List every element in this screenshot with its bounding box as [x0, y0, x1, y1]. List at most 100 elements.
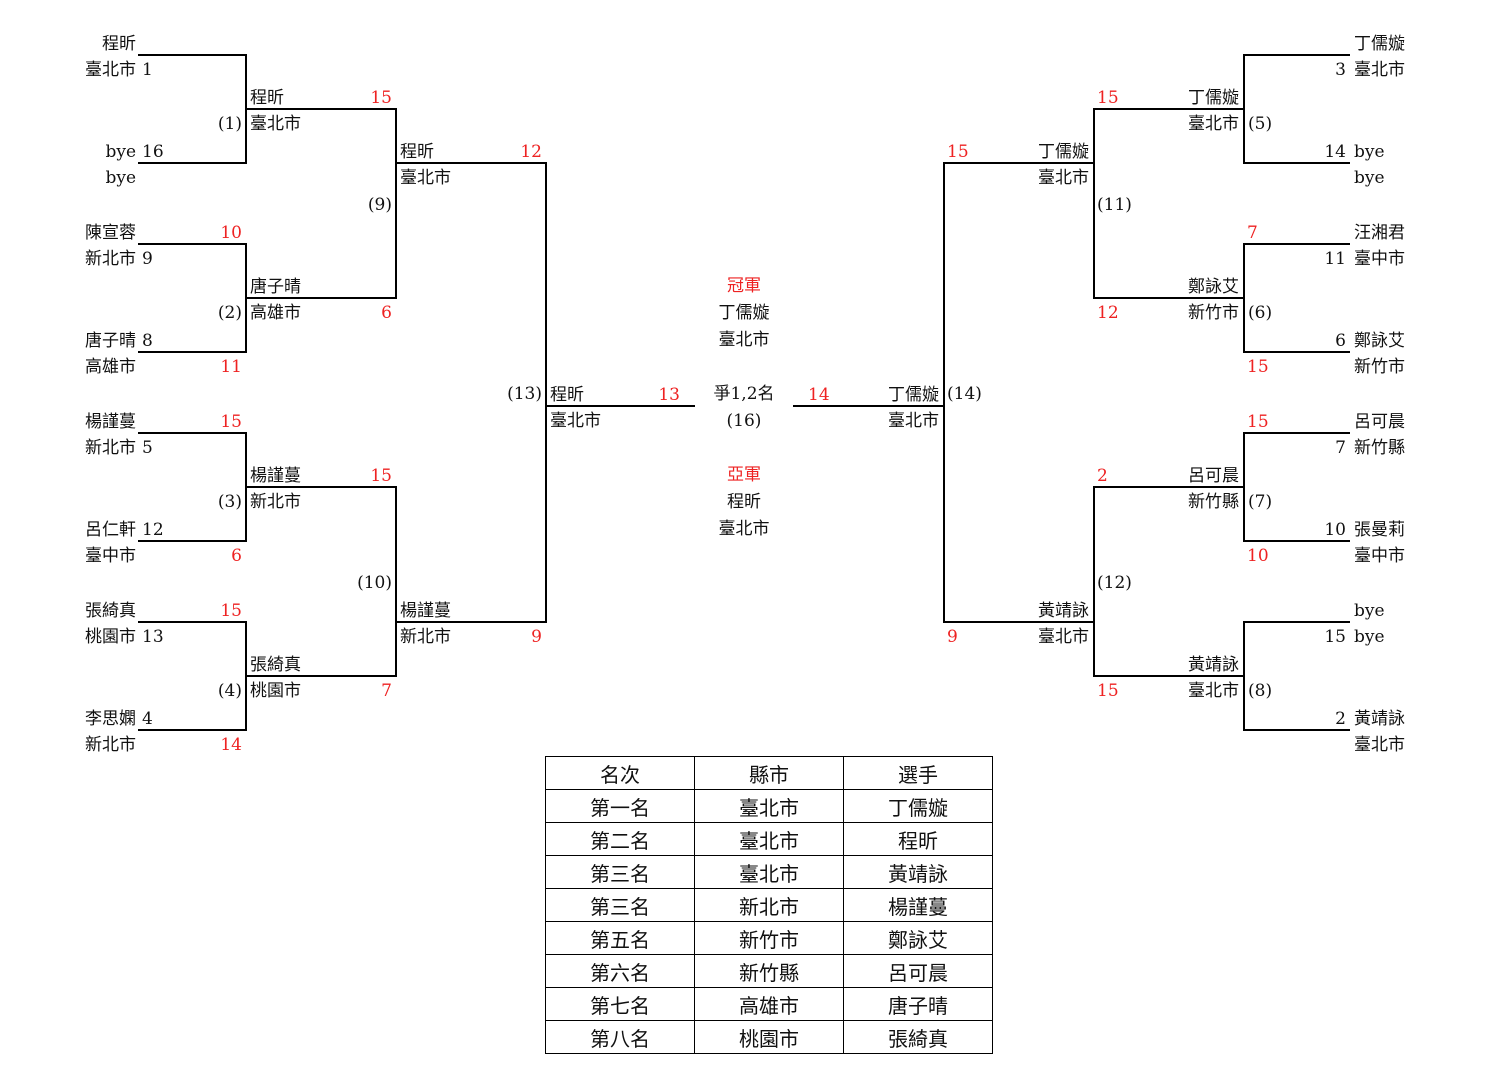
- ranking-row: 第一名臺北市丁儒嫙: [545, 789, 993, 823]
- player-city: 臺北市: [400, 168, 451, 188]
- seed-number: 16: [142, 142, 164, 162]
- player-city: 桃園市: [250, 681, 301, 701]
- r1-line: [1243, 243, 1350, 245]
- match-number: (14): [947, 384, 982, 404]
- player-name: 呂可晨: [1354, 412, 1405, 432]
- player-name: 程昕: [400, 142, 434, 162]
- score: 15: [1247, 412, 1269, 432]
- champion-label: 冠軍: [727, 276, 761, 296]
- match-number: (4): [217, 681, 242, 701]
- score: 15: [370, 466, 392, 486]
- ranking-cell-city: 高雄市: [694, 987, 844, 1021]
- player-city: 新北市: [85, 438, 136, 458]
- ranking-cell-player: 丁儒嫙: [843, 789, 993, 823]
- player-name: 唐子晴: [250, 277, 301, 297]
- ranking-cell-rank: 第三名: [545, 855, 695, 889]
- match-number: (7): [1248, 492, 1273, 512]
- seed-number: 4: [142, 709, 153, 729]
- r1-line: [1243, 54, 1350, 56]
- player-name: 楊謹蔓: [85, 412, 136, 432]
- seed-number: 2: [1335, 709, 1346, 729]
- ranking-cell-rank: 第二名: [545, 822, 695, 856]
- score: 15: [947, 142, 969, 162]
- player-name: 呂可晨: [1188, 466, 1239, 486]
- player-name: 程昕: [250, 88, 284, 108]
- r2-line: [245, 486, 395, 488]
- r1-line: [138, 351, 245, 353]
- player-city: 高雄市: [85, 357, 136, 377]
- ranking-cell-player: 呂可晨: [843, 954, 993, 988]
- player-city: 新竹縣: [1188, 492, 1239, 512]
- player-name: 張綺真: [85, 601, 136, 621]
- ranking-cell-player: 楊謹蔓: [843, 888, 993, 922]
- r1-connector: [1243, 243, 1245, 353]
- seed-number: 10: [1324, 520, 1346, 540]
- player-name: 陳宣蓉: [85, 223, 136, 243]
- player-name: 李思嫻: [85, 709, 136, 729]
- player-city: 新北市: [400, 627, 451, 647]
- seed-number: 13: [142, 627, 164, 647]
- match-number: (6): [1248, 303, 1273, 323]
- r3-connector: [545, 162, 547, 623]
- runnerup-label: 亞軍: [727, 465, 761, 485]
- ranking-row: 第五名新竹市鄭詠艾: [545, 921, 993, 955]
- player-name: 楊謹蔓: [250, 466, 301, 486]
- ranking-cell-player: 黃靖詠: [843, 855, 993, 889]
- r1-line: [138, 540, 245, 542]
- player-name: 黃靖詠: [1038, 601, 1089, 621]
- r1-line: [1243, 621, 1350, 623]
- player-city: 臺中市: [85, 546, 136, 566]
- player-city: 新竹市: [1354, 357, 1405, 377]
- player-city: 臺北市: [1038, 168, 1089, 188]
- r2-connector: [395, 108, 397, 299]
- match-number: (11): [1097, 195, 1132, 215]
- match-number: (2): [217, 303, 242, 323]
- final-label: 爭1,2名: [713, 384, 775, 404]
- ranking-cell-player: 唐子晴: [843, 987, 993, 1021]
- ranking-row: 第七名高雄市唐子晴: [545, 987, 993, 1021]
- r2-line: [1093, 675, 1243, 677]
- ranking-cell-rank: 第五名: [545, 921, 695, 955]
- score: 15: [1247, 357, 1269, 377]
- player-name: 丁儒嫙: [1354, 34, 1405, 54]
- final-line: [793, 405, 943, 407]
- score: 15: [1097, 681, 1119, 701]
- player-name: 呂仁軒: [85, 520, 136, 540]
- seed-number: 15: [1324, 627, 1346, 647]
- r2-connector: [1093, 486, 1095, 677]
- player-city: 高雄市: [250, 303, 301, 323]
- ranking-row: 第六名新竹縣呂可晨: [545, 954, 993, 988]
- score: 10: [220, 223, 242, 243]
- ranking-header-row: 名次 縣市 選手: [545, 756, 993, 790]
- seed-number: 14: [1324, 142, 1346, 162]
- r2-line: [245, 675, 395, 677]
- match-number: (10): [357, 573, 392, 593]
- header-rank: 名次: [545, 756, 695, 790]
- r1-line: [1243, 540, 1350, 542]
- final-match-number: (16): [726, 411, 762, 431]
- seed-number: 1: [142, 60, 153, 80]
- ranking-cell-city: 新竹市: [694, 921, 844, 955]
- ranking-cell-city: 桃園市: [694, 1020, 844, 1054]
- ranking-row: 第三名新北市楊謹蔓: [545, 888, 993, 922]
- score: 15: [220, 412, 242, 432]
- player-name: 唐子晴: [85, 331, 136, 351]
- seed-number: 12: [142, 520, 164, 540]
- ranking-table: 名次 縣市 選手 第一名臺北市丁儒嫙第二名臺北市程昕第三名臺北市黃靖詠第三名新北…: [545, 756, 993, 1054]
- r1-line: [138, 621, 245, 623]
- score: 12: [1097, 303, 1119, 323]
- player-city: 新竹縣: [1354, 438, 1405, 458]
- player-name: 程昕: [550, 385, 584, 405]
- r1-connector: [1243, 432, 1245, 542]
- r1-connector: [1243, 621, 1245, 731]
- seed-number: 9: [142, 249, 153, 269]
- match-number: (1): [217, 114, 242, 134]
- player-city: 桃園市: [85, 627, 136, 647]
- runnerup-city: 臺北市: [718, 519, 770, 539]
- player-city: 臺北市: [1188, 681, 1239, 701]
- seed-number: 8: [142, 331, 153, 351]
- seed-number: 11: [1324, 249, 1346, 269]
- ranking-cell-rank: 第八名: [545, 1020, 695, 1054]
- player-city: 臺北市: [888, 411, 939, 431]
- player-city: bye: [1354, 168, 1385, 188]
